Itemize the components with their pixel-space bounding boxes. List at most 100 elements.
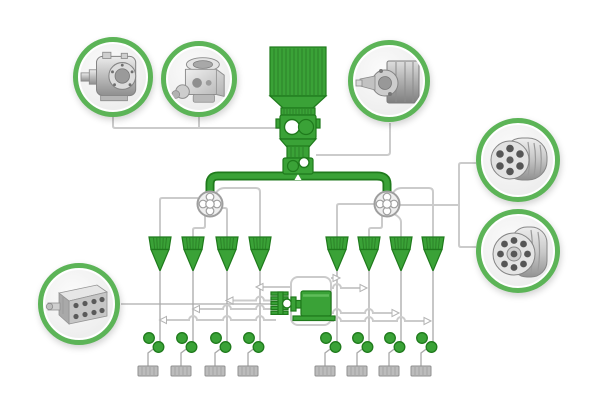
melt-line	[192, 214, 206, 237]
finish-oil-line	[191, 304, 272, 314]
godet-roll	[352, 332, 364, 344]
quench-cone	[423, 248, 443, 273]
godet-roll	[210, 332, 222, 344]
motor-gear-pump-photo	[348, 40, 430, 122]
cone-hatch	[195, 237, 197, 250]
distribution-pump-right	[373, 190, 401, 218]
godet-roll	[143, 332, 155, 344]
pipe-split-notch	[294, 174, 302, 180]
flange	[280, 107, 316, 116]
melt-line	[336, 203, 376, 237]
winder	[237, 365, 259, 377]
neck	[286, 145, 310, 159]
winder	[410, 365, 432, 377]
spinning-position	[410, 236, 445, 377]
cone-hatch	[164, 237, 167, 250]
arrow-left-icon	[158, 315, 167, 325]
cone-hatch	[186, 237, 189, 250]
finish-line-path	[166, 315, 276, 321]
cone-hatch	[262, 237, 264, 250]
multi-stream-finish-pump-photo	[38, 263, 120, 345]
port-circle	[283, 118, 301, 136]
cone-hatch	[253, 237, 256, 250]
godet-roll	[425, 341, 438, 353]
finish-line-path	[331, 316, 424, 322]
quench-cone	[391, 248, 411, 273]
quench-cone	[250, 248, 270, 273]
godet-roll	[393, 341, 406, 353]
round-spin-pack-image	[483, 216, 553, 286]
spinning-position	[314, 236, 349, 377]
cone-hatch	[405, 237, 408, 250]
arrow-right-icon	[359, 283, 369, 293]
arrow-left-icon	[191, 304, 200, 314]
distribution-pump-left	[196, 190, 224, 218]
cone-hatch	[371, 237, 373, 250]
cone-hatch	[429, 237, 431, 250]
finish-lines	[158, 273, 433, 326]
hopper-funnel	[268, 95, 328, 109]
cone-hatch	[333, 237, 335, 250]
winder	[378, 365, 400, 377]
spinning-position	[237, 236, 272, 377]
quench-cone	[327, 248, 347, 273]
cone-hatch	[156, 237, 158, 250]
cone-hatch	[162, 237, 164, 250]
arrow-right-icon	[423, 316, 433, 326]
cone-hatch	[373, 237, 376, 250]
finish-line-path	[331, 283, 360, 289]
winder	[170, 365, 192, 377]
base-plate	[292, 315, 336, 322]
flange-pump-image	[168, 48, 230, 110]
finish-oil-line	[254, 282, 291, 292]
cone-hatch	[394, 237, 397, 250]
port-circle	[286, 159, 300, 173]
finish-oil-line	[331, 283, 369, 293]
finish-pump-unit	[270, 290, 336, 322]
spinning-position	[137, 236, 172, 377]
melt-line	[221, 207, 228, 237]
godet-roll	[416, 332, 428, 344]
winder	[346, 365, 368, 377]
quench-cone	[359, 248, 379, 273]
godet-roll	[329, 341, 342, 353]
godet-roll	[152, 341, 165, 353]
planetary-spinning-pump-photo	[476, 118, 560, 202]
godet-roll	[176, 332, 188, 344]
cone-hatch	[397, 237, 399, 250]
flange-ticks	[283, 109, 312, 114]
quench-cone	[217, 248, 237, 273]
cone-hatch	[365, 237, 367, 250]
cone-hatch	[229, 237, 231, 250]
cone-hatch	[339, 237, 341, 250]
multi-stream-finish-pump-image	[45, 270, 113, 338]
spinning-positions	[137, 236, 445, 377]
melt-line	[368, 214, 383, 237]
spinning-position	[204, 236, 239, 377]
godet-roll	[243, 332, 255, 344]
pump-eye	[281, 298, 293, 309]
cone-hatch	[220, 237, 223, 250]
quench-cone	[150, 248, 170, 273]
quench-cone	[183, 248, 203, 273]
finish-oil-line	[331, 308, 401, 318]
cone-hatch	[264, 237, 267, 250]
godet-roll	[219, 341, 232, 353]
winder	[314, 365, 336, 377]
gear-pump-photo	[73, 37, 153, 117]
cone-hatch	[256, 237, 258, 250]
finish-oil-line	[224, 295, 272, 305]
finish-oil-line	[331, 316, 433, 326]
godet-roll	[185, 341, 198, 353]
godet-roll	[252, 341, 265, 353]
finish-oil-line	[158, 315, 276, 325]
finish-line-path	[199, 304, 272, 310]
arrow-right-icon	[332, 273, 342, 283]
gear-pump-image	[80, 44, 146, 110]
connector-top-right	[316, 123, 391, 156]
cone-hatch	[153, 237, 156, 250]
godet-roll	[320, 332, 332, 344]
finish-oil-line	[331, 273, 342, 283]
